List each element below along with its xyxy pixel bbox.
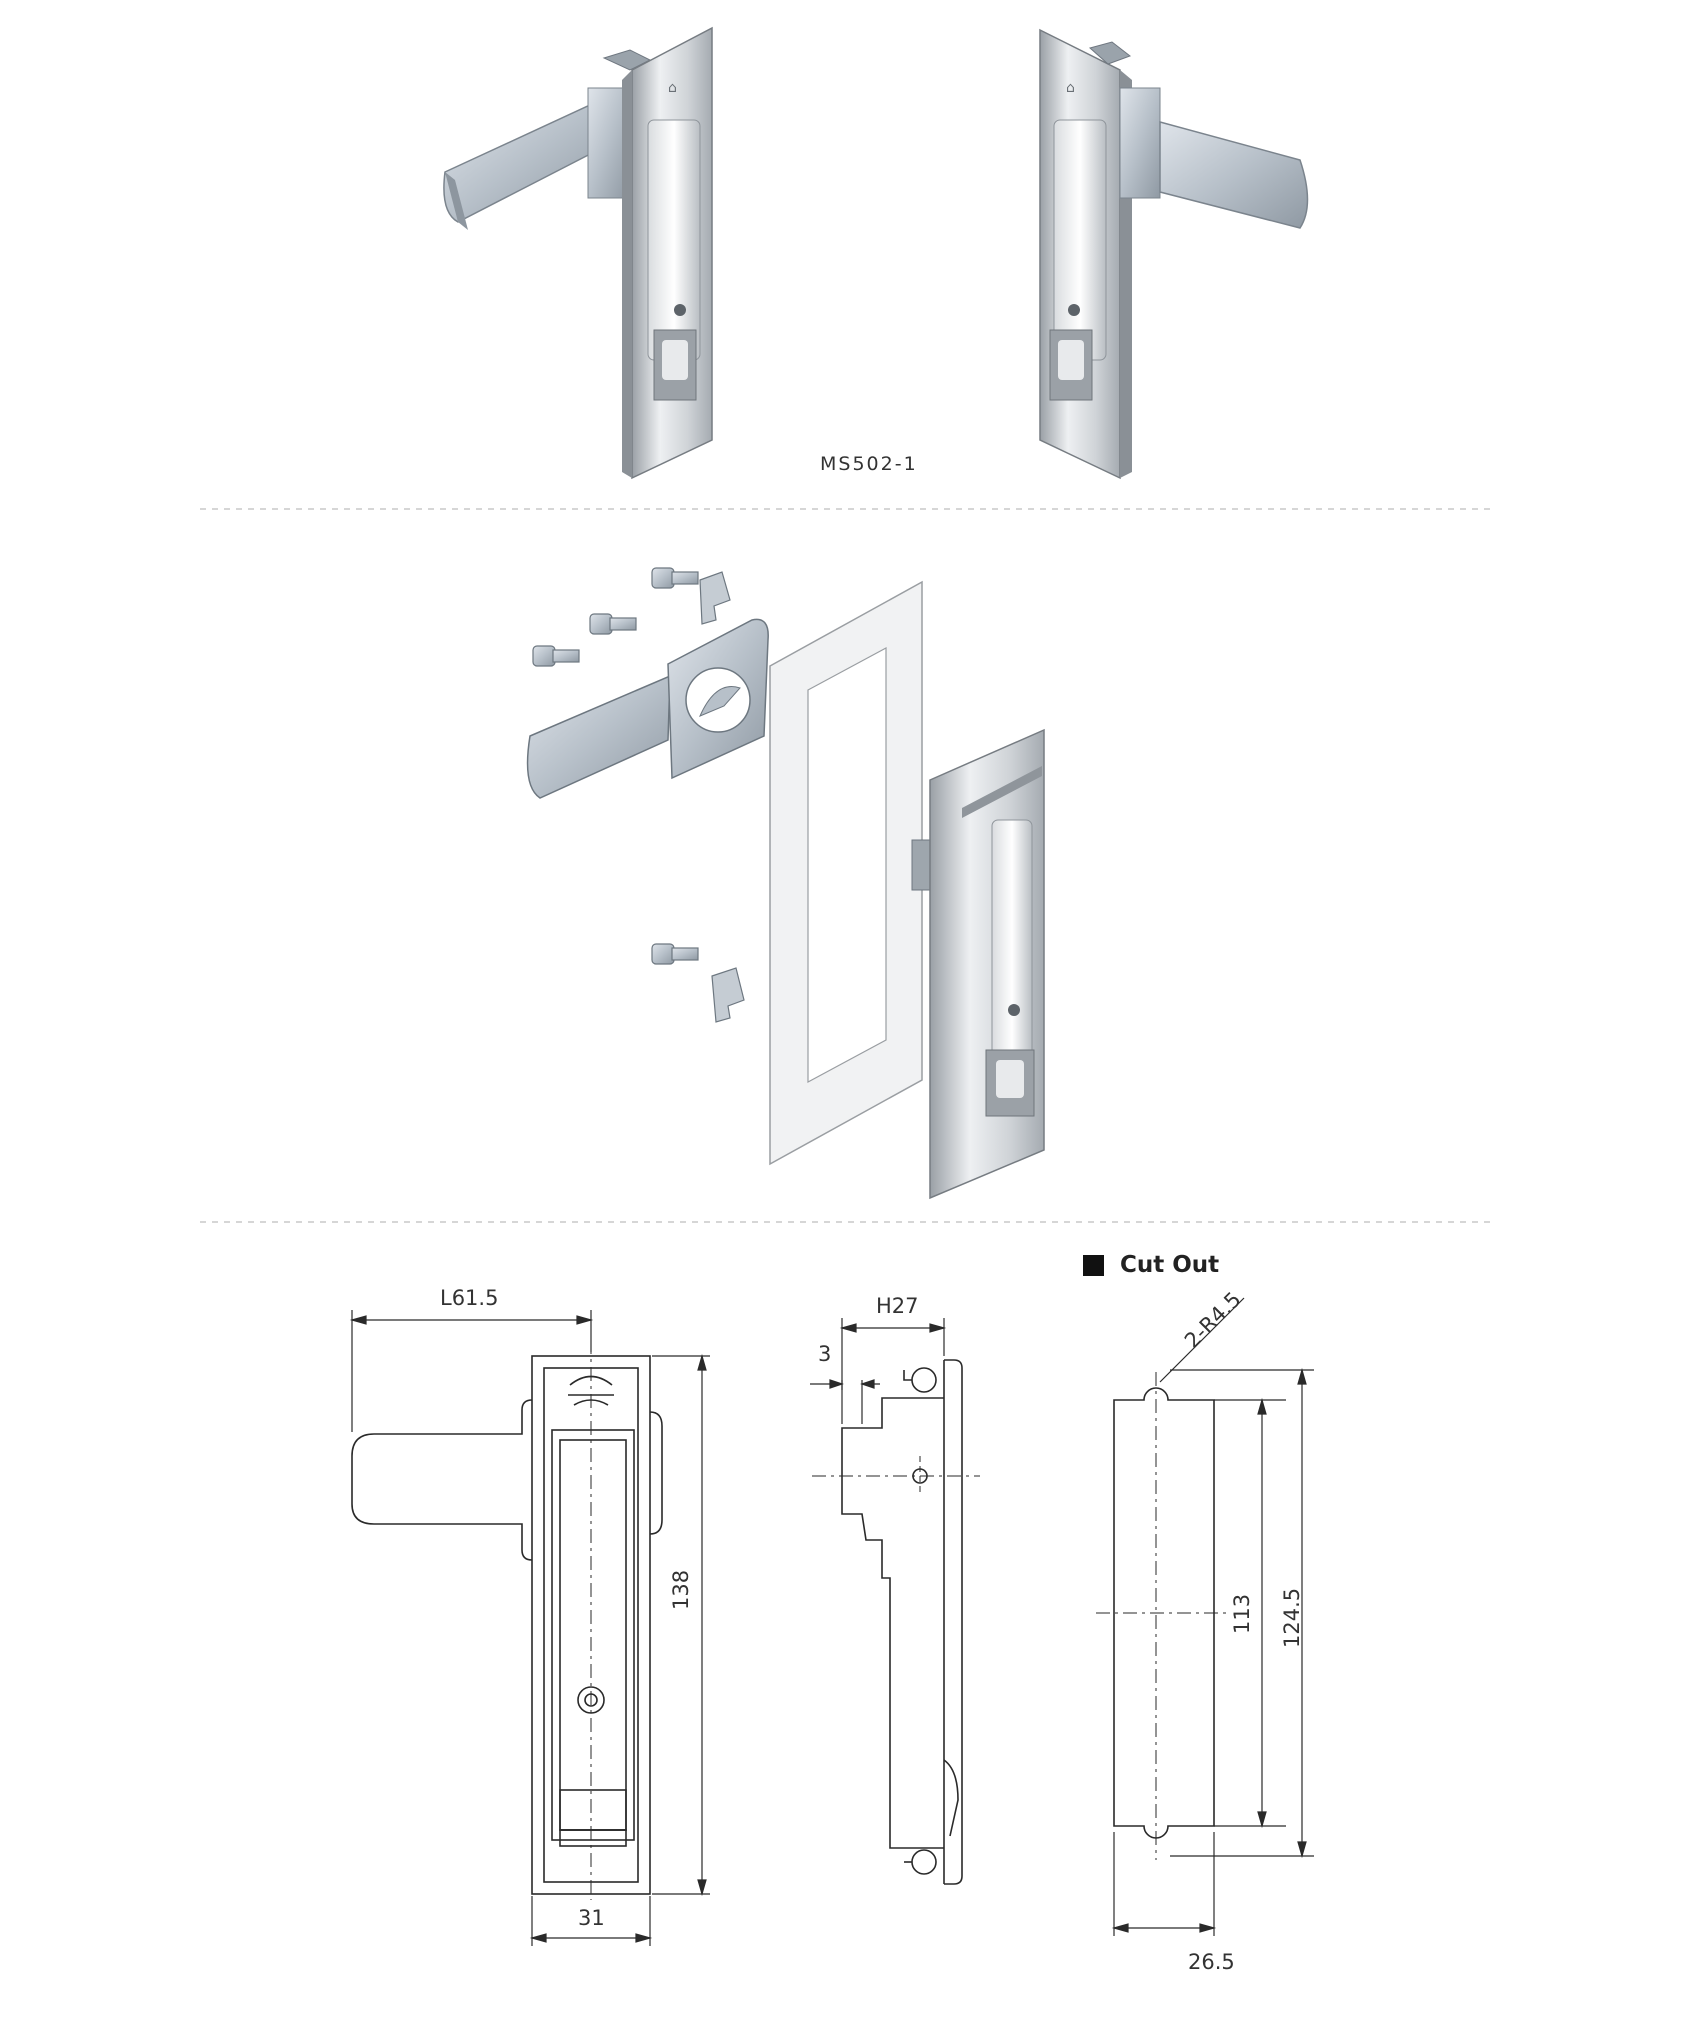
screw-2: [589, 613, 637, 635]
screw-1: [651, 567, 699, 589]
gasket: [769, 580, 923, 1166]
lock-view-right: ⌂: [1039, 28, 1309, 480]
dim-cutout-outer-height: 124.5: [1280, 1587, 1304, 1648]
cutout-heading-text: Cut Out: [1120, 1252, 1220, 1278]
cutout-heading: Cut Out: [1083, 1252, 1219, 1278]
lock-view-left: ⌂: [443, 26, 713, 480]
dim-cutout-width: 26.5: [1188, 1950, 1235, 1974]
cutout-drawing: [1096, 1372, 1226, 1860]
dim-side-depth: H27: [876, 1294, 919, 1318]
clip-set: [699, 571, 745, 1023]
side-dimension-lines: [810, 1318, 947, 1424]
dim-cutout-inner-height: 113: [1230, 1593, 1254, 1634]
side-view-drawing: [812, 1359, 980, 1885]
svg-text:⌂: ⌂: [1066, 80, 1075, 96]
dim-handle-length: L61.5: [440, 1286, 499, 1310]
dim-front-height: 138: [669, 1569, 693, 1610]
dim-side-flange: 3: [818, 1342, 832, 1366]
screw-4: [651, 943, 699, 965]
dim-front-width: 31: [578, 1906, 605, 1930]
svg-text:⌂: ⌂: [668, 80, 677, 96]
lock-body-exploded: [911, 728, 1045, 1200]
front-view-drawing: [351, 1340, 663, 1900]
cutout-dimension-lines: [1111, 1297, 1314, 1936]
model-label: MS502-1: [820, 453, 918, 475]
cam-lever: [526, 618, 769, 799]
screw-3: [532, 645, 580, 667]
front-dimension-lines: [349, 1310, 710, 1946]
bullet-square-icon: [1083, 1254, 1104, 1276]
screw-set: [532, 567, 699, 965]
